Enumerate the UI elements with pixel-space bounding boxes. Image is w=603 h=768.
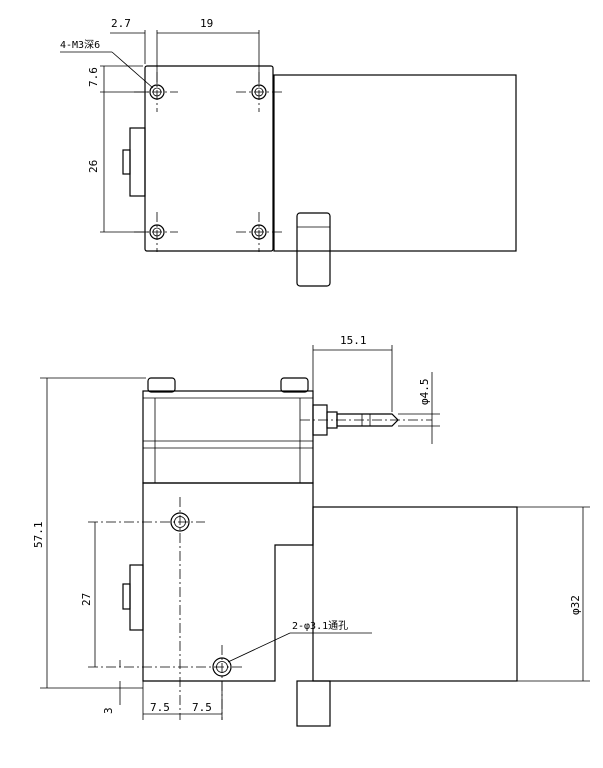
top-motor-body [273,74,517,252]
top-view: 2.7 19 7.6 26 4-M3深6 [60,17,517,287]
top-output-bracket [296,212,331,287]
front-motor-body [312,506,518,682]
dim-bottom-offset: 3 [102,707,115,714]
dim-hole-offset-x-2: 7.5 [192,701,212,714]
front-side-boss-tip [122,583,131,610]
front-top-lug-left [147,377,176,393]
dim-hole-offset-y: 7.6 [87,67,100,87]
dim-hole-offset-x-1: 7.5 [150,701,170,714]
front-gearbox-upper [142,390,314,484]
dim-hole-spacing-front: 27 [80,593,93,606]
front-view: 57.1 27 3 7.5 7.5 15.1 φ4.5 φ32 2-φ3.1通孔 [32,334,590,727]
front-mount-plate [142,482,314,682]
front-top-lug-right [280,377,309,393]
callout-tapped-holes: 4-M3深6 [60,39,100,51]
dim-total-height: 57.1 [32,522,45,549]
front-side-boss [129,564,144,631]
dim-motor-diameter: φ32 [569,595,582,615]
top-side-boss [129,127,146,197]
dim-hole-spacing-x: 19 [200,17,213,30]
dim-shaft-diameter: φ4.5 [418,379,431,406]
dim-shaft-length: 15.1 [340,334,367,347]
top-side-boss-tip [122,149,131,175]
callout-through-holes: 2-φ3.1通孔 [292,620,348,632]
dim-hole-offset-x: 2.7 [111,17,131,30]
dim-hole-spacing-y: 26 [87,160,100,173]
front-bottom-output [296,680,331,727]
front-output-shaft [336,413,399,427]
